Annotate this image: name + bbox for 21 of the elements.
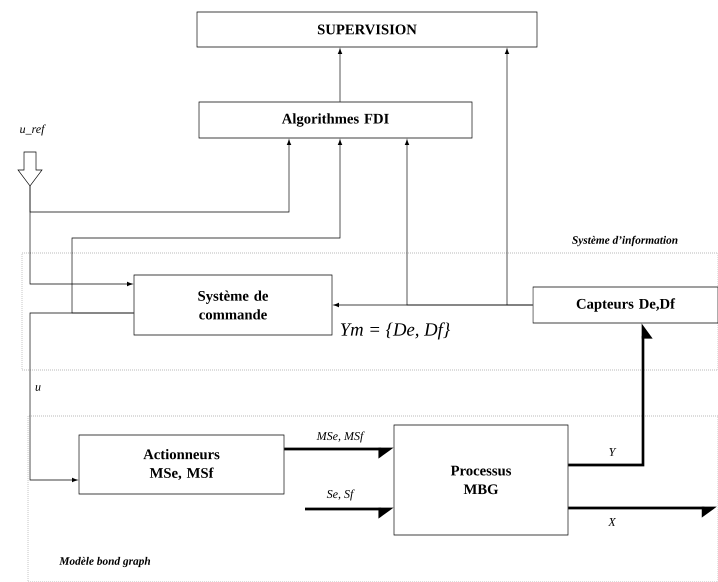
edge-label: Y <box>607 446 617 458</box>
connector-arrow <box>333 302 533 308</box>
connector-arrow <box>30 184 133 286</box>
block-box: Actionneurs MSe, MSf <box>78 434 284 494</box>
connector-arrow <box>72 139 342 314</box>
edge-label: MSe, MSf <box>315 430 365 444</box>
block-box: Capteurs De,Df <box>532 286 718 324</box>
connector-arrow <box>30 139 292 212</box>
block-box: SUPERVISION <box>196 12 538 48</box>
edge-label: Se, Sf <box>325 488 355 502</box>
edge-label: u <box>34 384 42 392</box>
block-box: Algorithmes FDI <box>198 102 472 138</box>
band-heading: Modèle bond graph <box>59 556 150 568</box>
connector-arrow <box>338 48 342 102</box>
connector-arrow <box>30 312 134 482</box>
band-heading: Système d’information <box>572 236 678 246</box>
block-box: Système de commande <box>134 274 332 336</box>
edge-label: X <box>607 516 617 528</box>
edge-label: Ym = {De, Df} <box>338 321 452 341</box>
block-box: Processus MBG <box>394 424 568 536</box>
input-label: u_ref <box>20 124 46 136</box>
